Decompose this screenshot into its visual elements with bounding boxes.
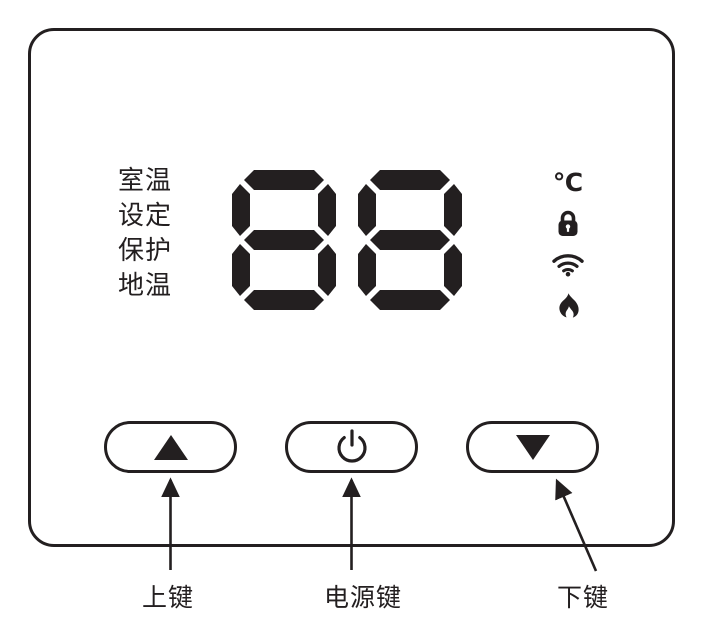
power-button[interactable] <box>285 421 418 473</box>
power-icon <box>336 429 367 463</box>
mode-label-floor-temp: 地温 <box>118 270 173 300</box>
seven-segment-digit <box>358 166 462 314</box>
triangle-down-icon <box>515 434 550 460</box>
down-button[interactable] <box>466 421 599 473</box>
wifi-icon <box>548 250 588 280</box>
celsius-icon: ℃ <box>548 168 588 198</box>
button-row <box>28 421 675 473</box>
mode-label-room-temp: 室温 <box>118 165 173 195</box>
callout-label-up: 上键 <box>142 584 195 612</box>
lock-icon <box>548 209 588 239</box>
flame-icon <box>548 291 588 321</box>
callout-label-down: 下键 <box>557 584 610 612</box>
triangle-up-icon <box>153 434 188 460</box>
seven-segment-digit <box>232 166 336 314</box>
up-button[interactable] <box>104 421 237 473</box>
celsius-label: ℃ <box>552 168 584 197</box>
status-icon-group: ℃ <box>540 168 596 321</box>
seven-segment-display <box>232 166 482 314</box>
callout-label-power: 电源键 <box>324 584 403 612</box>
mode-label-setpoint: 设定 <box>118 200 173 230</box>
mode-label-protection: 保护 <box>118 235 173 265</box>
mode-label-group: 室温 设定 保护 地温 <box>118 163 214 303</box>
